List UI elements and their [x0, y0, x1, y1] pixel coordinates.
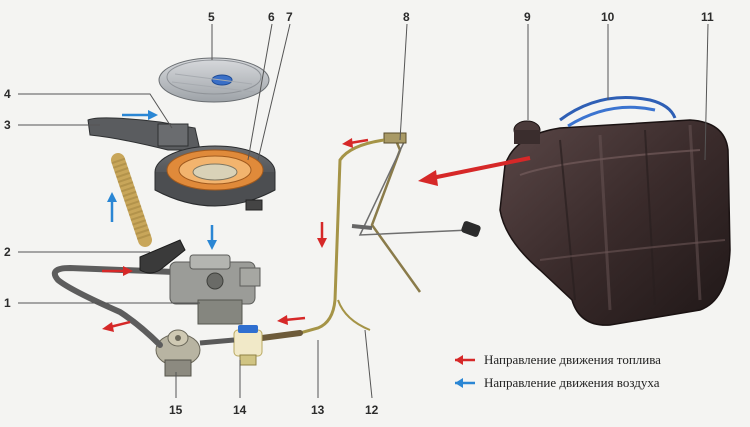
fuel-tank: [499, 119, 731, 326]
fuel-arrow-pipe-down: [317, 222, 327, 248]
fuel-arrow-carb-in: [102, 266, 133, 276]
fuel-filter: [233, 325, 263, 366]
air-flow-arrows: [107, 110, 217, 250]
callout-4: 4: [4, 87, 11, 101]
callout-3: 3: [4, 118, 11, 132]
callout-12: 12: [365, 403, 379, 417]
carburetor: [169, 254, 261, 325]
callout-15: 15: [169, 403, 183, 417]
pump-carb-hose: [52, 264, 178, 348]
fuel-arrow-large: [418, 156, 531, 186]
air-arrow-hose: [107, 192, 117, 222]
vent-hoses: [559, 96, 677, 128]
fuel-level-sensor: [351, 132, 481, 293]
air-intake: [87, 117, 201, 151]
fuel-arrow-return: [102, 320, 131, 332]
legend: Направление движения топлива Направление…: [455, 352, 661, 390]
air-arrow-carb: [207, 225, 217, 250]
fuel-hose: [259, 330, 303, 341]
callout-5: 5: [208, 10, 215, 24]
legend-fuel: Направление движения топлива: [455, 352, 661, 367]
callout-1: 1: [4, 296, 11, 310]
callout-14: 14: [233, 403, 247, 417]
legend-fuel-label: Направление движения топлива: [484, 352, 661, 367]
callout-10: 10: [601, 10, 615, 24]
fuel-arrow-pipe-top: [342, 138, 369, 148]
legend-air: Направление движения воздуха: [455, 375, 660, 390]
callout-8: 8: [403, 10, 410, 24]
warm-air-hose: [111, 153, 152, 247]
air-filter-lid: [158, 57, 270, 103]
filter-pump-hose: [199, 337, 235, 346]
callout-11: 11: [701, 10, 714, 24]
fuel-flow-arrows: [102, 138, 369, 332]
callout-13: 13: [311, 403, 325, 417]
air-filter-housing: [154, 145, 276, 211]
air-arrow-intake: [122, 110, 158, 120]
legend-air-label: Направление движения воздуха: [484, 375, 660, 390]
fuel-pump: [155, 329, 201, 377]
callout-7: 7: [286, 10, 293, 24]
callout-6: 6: [268, 10, 275, 24]
fuel-supply-pipe: [299, 138, 385, 335]
bracket: [139, 239, 186, 274]
callout-9: 9: [524, 10, 531, 24]
callout-2: 2: [4, 245, 11, 259]
callout-numbers: 5 6 7 8 9 10 11 4 3 2 1 15 14 13 12: [4, 10, 714, 417]
filler-neck: [513, 120, 541, 144]
leader-lines: [18, 23, 709, 399]
fuel-arrow-hose: [277, 315, 306, 325]
